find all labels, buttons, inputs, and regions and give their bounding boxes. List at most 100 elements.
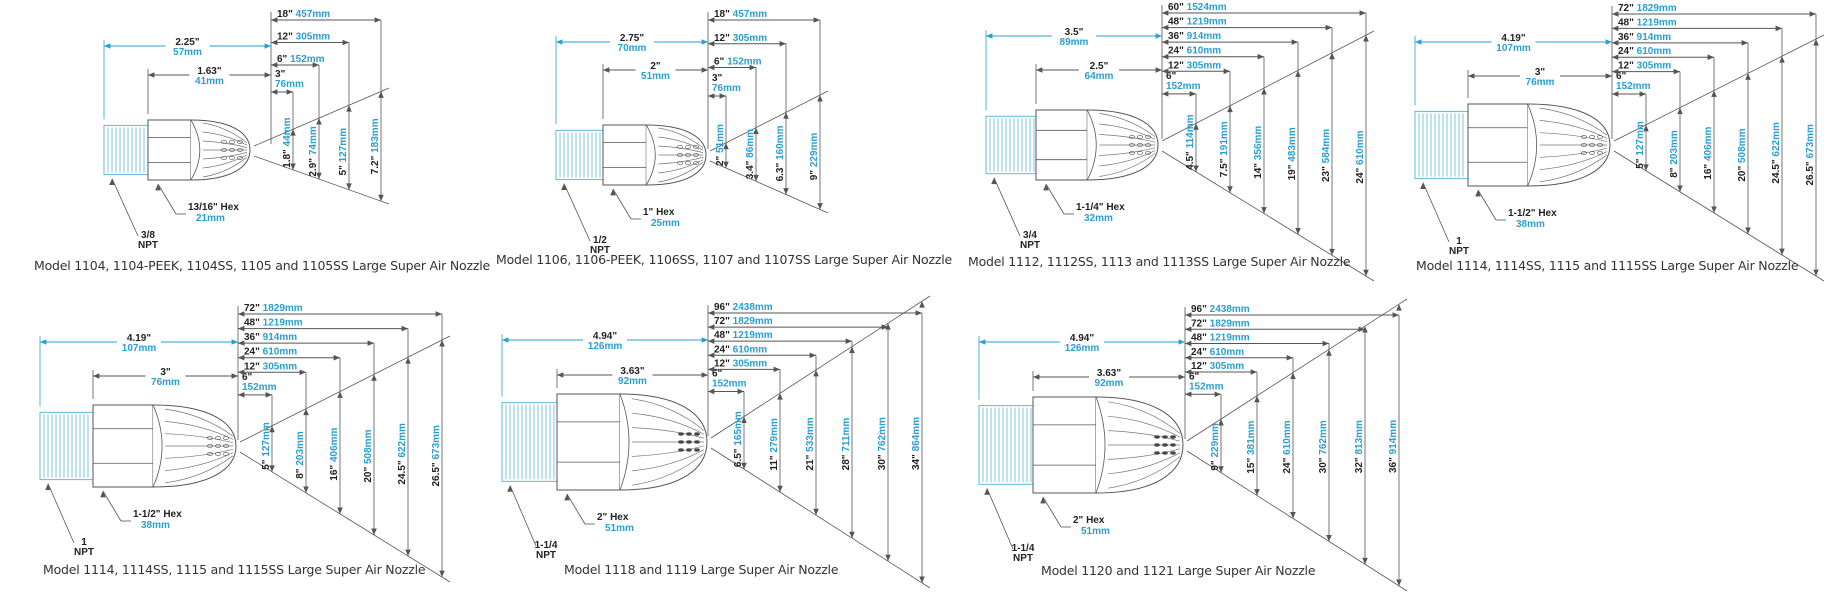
arrowhead [1295,227,1301,235]
hex-size-mm: 51mm [605,523,634,534]
arrowhead [773,366,780,373]
distance-dimension: 12" 305mm [238,361,306,376]
hex-body [147,119,192,181]
body-length-dimension: 2.5"64mm [1036,61,1162,82]
arrowhead [603,67,610,73]
thread-outline [103,124,149,176]
arrowhead [1813,39,1819,46]
arrowhead [374,17,381,23]
hex-size-inches: 1-1/2" Hex [1508,208,1557,219]
leader-line [566,493,586,525]
arrowhead [337,391,343,398]
leader-line [986,488,1014,550]
air-hole [1137,151,1143,155]
arrowhead [269,425,275,433]
dimension-inches: 1.8" [282,146,293,167]
nozzle-fin [1099,113,1156,137]
overall-length-inches: 4.94" [1070,333,1094,344]
arrowhead [783,112,789,119]
air-hole [694,440,700,444]
width-label: 16" 406mm [1703,126,1714,179]
distance-mm: 152mm [1616,81,1651,92]
hex-size-inches: 2" Hex [597,512,629,523]
width-dimension: 28" 711mm [841,341,855,539]
arrowhead [1359,10,1366,16]
arrowhead [1286,354,1293,361]
distance-label: 36" 914mm [244,332,297,343]
dimension-mm: 533mm [805,417,816,452]
arrowhead [346,183,352,190]
distance-dimension: 18" 457mm [271,9,381,23]
distance-label: 36" 914mm [1168,31,1221,42]
hex-size-mm: 51mm [1081,526,1110,537]
nozzle-scallop [1527,103,1538,187]
dimension-mm: 610mm [1187,46,1222,57]
arrowhead [148,72,155,78]
width-label: 4.5" 114mm [1185,114,1196,169]
arrowhead [701,337,708,343]
arrowhead [1612,54,1619,61]
distance-dimension: 48" 1219mm [1185,333,1329,347]
dimension-mm: 127mm [338,128,349,163]
dimension-mm: 229mm [1210,423,1221,458]
dimension-mm: 127mm [1635,121,1646,156]
air-hole [207,444,213,448]
thread-type: NPT [1449,246,1469,257]
arrowhead [1155,67,1162,73]
air-hole [237,140,243,144]
width-dimension: 26.5" 673mm [1805,14,1819,277]
dimension-inches: 26.5" [1805,159,1816,186]
label-mask [1520,67,1560,87]
arrowhead [915,310,922,316]
distance-dimension: 24" 610mm [1185,347,1293,361]
air-hole [1129,143,1135,147]
arrowhead [881,324,888,330]
arrowhead [371,374,377,381]
nozzle-fin [1539,132,1608,143]
arrowhead [1193,123,1199,130]
arrowhead [1227,105,1233,113]
distance-label: 48" 1219mm [1168,17,1227,28]
distance-label: 24" 610mm [1168,46,1221,57]
dimension-inches: 2.9" [308,155,319,176]
dimension-mm: 508mm [363,429,374,464]
hex-body [602,124,647,186]
dimension-mm: 1829mm [733,316,773,327]
dimension-inches: 9" [1210,458,1221,471]
arrowhead [749,64,756,71]
arrowhead [342,39,349,46]
dimension-mm: 610mm [733,344,768,355]
thread-type: NPT [1013,553,1033,564]
arrowhead [1612,91,1619,97]
arrowhead [779,40,786,47]
dimension-mm: 74mm [308,126,319,155]
arrowhead [885,554,891,562]
arrowhead [1612,40,1619,46]
arrowhead [1612,11,1619,17]
arrowhead [1162,10,1169,16]
nozzle-fin [202,131,248,146]
npt-thread [985,115,1037,175]
dimension-mm: 914mm [1637,32,1672,43]
nozzle-head [190,119,251,181]
arrowhead [1396,579,1402,586]
nozzle-head [152,404,237,488]
width-label: 9" 229mm [809,133,820,181]
label-mask [1060,333,1104,353]
arrowhead [708,310,715,316]
distance-label: 36" 914mm [1618,32,1671,43]
arrowhead [845,338,852,344]
dimension-mm: 610mm [1637,46,1672,57]
dimension-inches: 6.5" [733,446,744,467]
body-length-mm: 76mm [1526,77,1555,88]
width-label: 3.4" 86mm [745,129,756,179]
distance-dimension: 36" 914mm [238,332,374,346]
arrowhead [238,354,245,361]
width-dimension: 20" 508mm [363,343,377,535]
